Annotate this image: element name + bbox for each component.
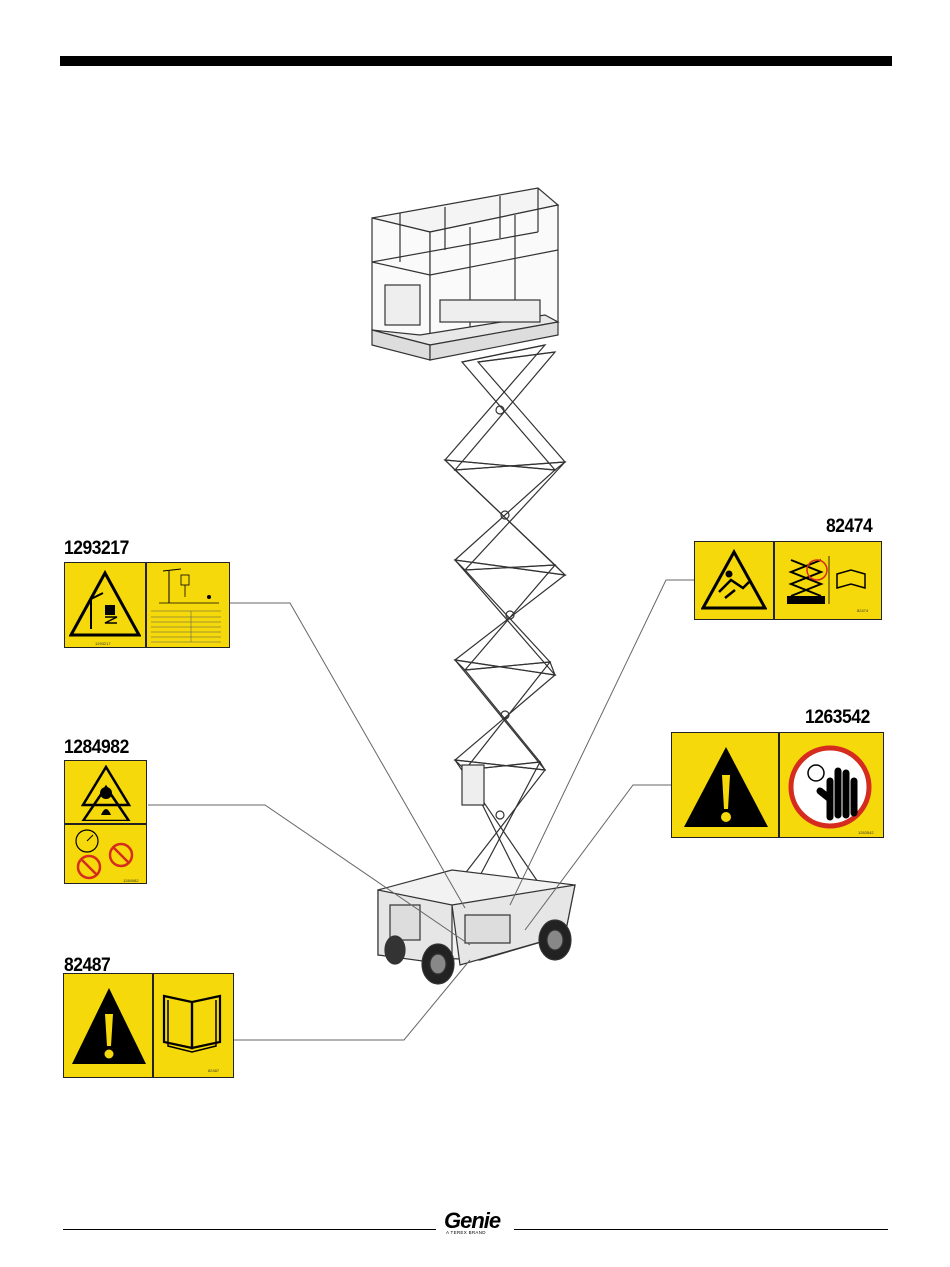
decal-number-1293217: 1293217: [64, 538, 129, 560]
footer-rule-right: [514, 1229, 888, 1230]
warning-triangle-icon: [682, 743, 770, 831]
warning-triangle-icon: [70, 984, 148, 1068]
footer-rule-left: [63, 1229, 436, 1230]
read-manual-icon: [160, 988, 228, 1054]
decal-code-1284982: 1284982: [123, 878, 139, 883]
decal-number-1263542: 1263542: [805, 707, 870, 729]
decal-1284982: 1284982: [64, 760, 147, 884]
decal-1263542: 1263542: [671, 732, 884, 838]
decal-code-1293217: 1293217: [95, 641, 111, 646]
decal-82474: 82474: [694, 541, 882, 620]
decal-82487: 82487: [63, 973, 234, 1078]
decal-1293217: 1293217: [64, 562, 230, 648]
explosion-fire-hazard-icon: [81, 765, 131, 821]
stop-hand-prohibition-icon: [786, 743, 876, 833]
decal-code-1263542: 1263542: [858, 830, 874, 835]
falling-hazard-icon: [701, 548, 767, 614]
decal-code-82474: 82474: [857, 608, 868, 613]
leader-lines: [148, 580, 694, 1040]
charging-prohibition-icons: [69, 827, 145, 881]
decal-number-82474: 82474: [826, 516, 872, 538]
decal-number-1284982: 1284982: [64, 737, 129, 759]
decal-code-82487: 82487: [208, 1068, 219, 1073]
load-chart-table: [151, 607, 227, 645]
scissor-and-manual-icons: [781, 552, 877, 608]
brand-tagline: A TEREX BRAND: [446, 1230, 486, 1235]
warning-triangle-crush-icon: [69, 569, 141, 641]
crane-diagram-icon: [149, 567, 227, 607]
